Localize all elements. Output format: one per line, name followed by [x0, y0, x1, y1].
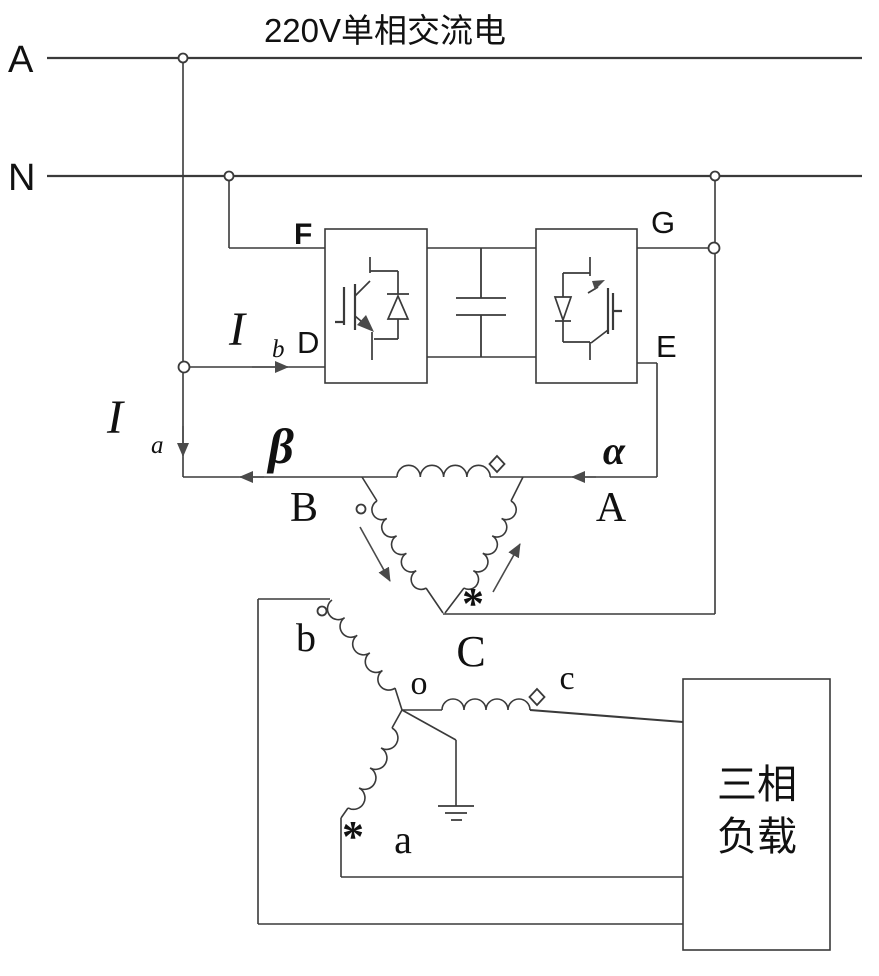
- delta-terminal-c-label: C: [456, 627, 485, 676]
- current-beta-label: β: [266, 418, 294, 474]
- neutral-bus-label: N: [8, 157, 35, 199]
- delta-terminal-b-label: B: [290, 485, 318, 531]
- three-phase-load-box: [682, 678, 831, 951]
- delta-polarity-star: *: [462, 579, 484, 628]
- terminal-d-icon: [177, 360, 191, 374]
- star-a-coil: [347, 727, 399, 811]
- delta-left-current-arrow-icon: [359, 526, 391, 582]
- node-n-bus-right-icon: [709, 170, 721, 182]
- f-branch-wire: [228, 181, 325, 249]
- star-c-load-wire: [529, 709, 684, 723]
- star-terminal-c-label: c: [559, 660, 574, 697]
- star-terminal-a-label: a: [394, 817, 412, 862]
- node-n-bus-left-icon: [223, 170, 235, 182]
- star-b-polarity-circle-icon: [316, 605, 328, 617]
- rectifier-d-label: D: [297, 325, 319, 360]
- inverter-g-label: G: [651, 205, 675, 240]
- delta-top-coil: [396, 464, 491, 478]
- delta-terminal-a-label: A: [596, 485, 627, 531]
- star-b-connector: [394, 687, 403, 711]
- rectifier-box: [324, 228, 428, 384]
- star-c-coil: [441, 698, 531, 711]
- delta-b-polarity-circle-icon: [355, 503, 367, 515]
- igbt-diode-icon: [335, 257, 410, 360]
- star-b-outer-wire: [257, 598, 683, 925]
- star-b-coil: [326, 599, 396, 691]
- wire-group: [47, 56, 862, 925]
- diode-igbt-icon: [553, 257, 622, 360]
- diagram-title: 220V单相交流电: [264, 12, 506, 49]
- inverter-e-label: E: [656, 329, 677, 364]
- terminal-g-icon: [707, 241, 721, 255]
- delta-left-leg: [361, 476, 444, 614]
- rectifier-f-label: F: [294, 218, 312, 251]
- delta-a-polarity-diamond-icon: [488, 454, 506, 474]
- delta-right-current-arrow-icon: [492, 543, 521, 593]
- star-polarity-star: *: [342, 812, 364, 861]
- current-ia-symbol: I: [106, 391, 125, 444]
- current-ia-subscript: a: [151, 432, 164, 459]
- star-terminal-b-label: b: [296, 615, 316, 660]
- star-a-stub: [391, 709, 403, 729]
- inverter-box: [535, 228, 638, 384]
- dc-capacitor: [456, 248, 506, 357]
- node-a-bus-icon: [177, 52, 189, 64]
- delta-right-coil: [463, 500, 517, 591]
- star-a-outer-wire: [340, 807, 683, 878]
- phase-a-bus-label: A: [8, 39, 34, 81]
- ground-symbol: [438, 805, 474, 821]
- ground-wire: [401, 709, 457, 806]
- star-neutral-o-label: o: [411, 665, 428, 702]
- delta-right-leg: [444, 476, 524, 614]
- current-ib-subscript: b: [272, 336, 285, 363]
- current-arrow-group: [177, 361, 596, 593]
- current-ib-symbol: I: [228, 303, 247, 356]
- load-label-line2: 负载: [717, 815, 797, 859]
- star-c-polarity-diamond-icon: [528, 687, 546, 707]
- current-alpha-label: α: [603, 428, 626, 473]
- load-label-line1: 三相: [717, 763, 797, 807]
- e-branch-wire: [637, 362, 658, 477]
- delta-left-coil: [371, 500, 427, 591]
